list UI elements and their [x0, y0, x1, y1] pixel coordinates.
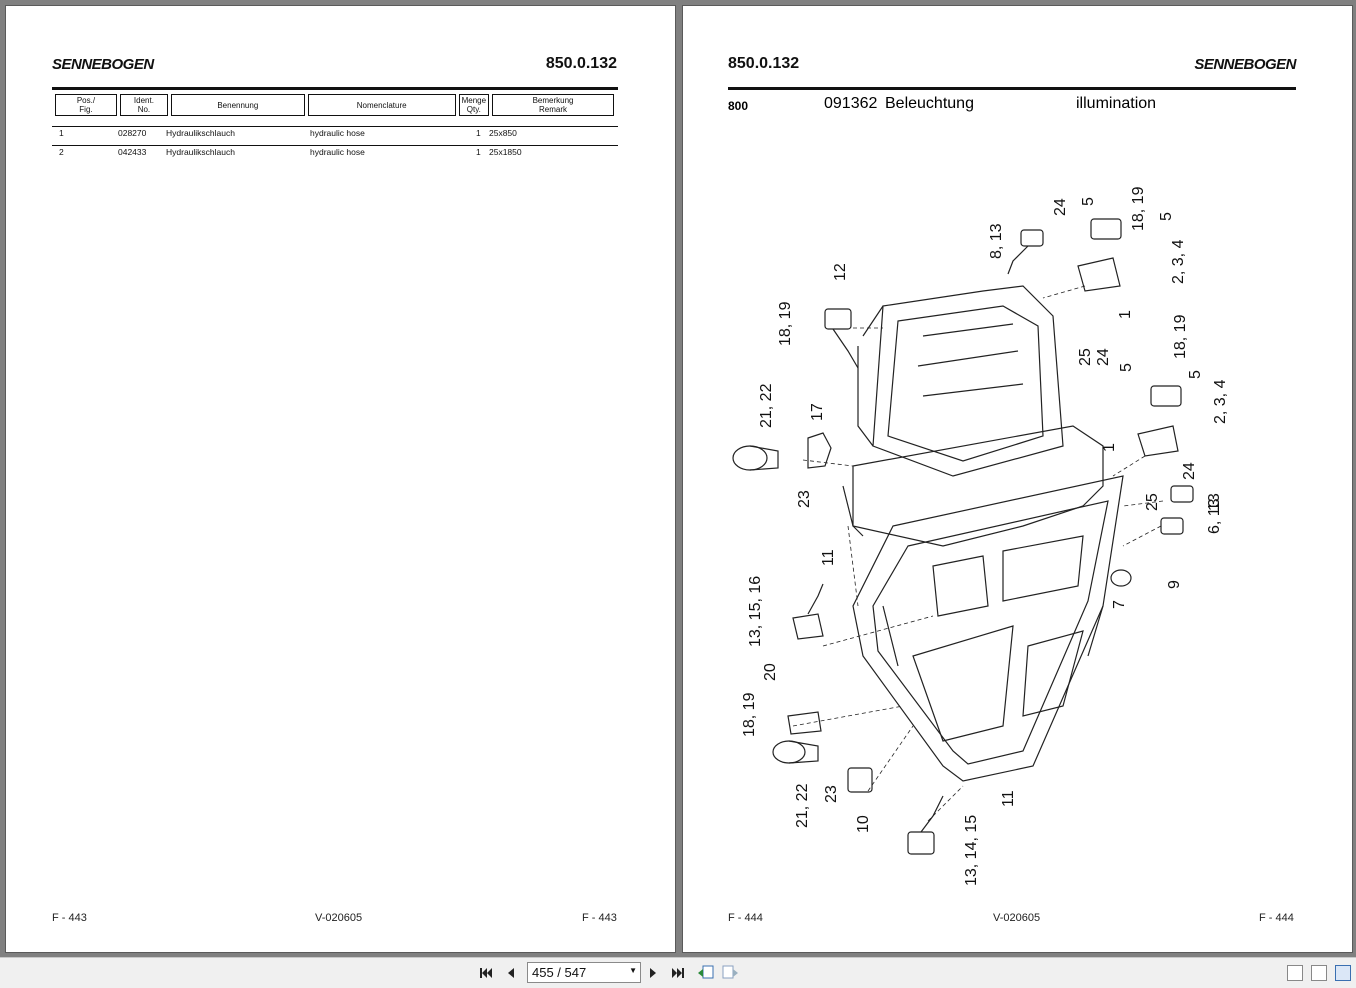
svg-text:1: 1 — [1117, 310, 1134, 319]
svg-text:23: 23 — [796, 490, 813, 508]
first-page-icon[interactable] — [478, 964, 494, 982]
sennebogen-logo: SENNEBOGEN — [1194, 56, 1296, 73]
svg-text:17: 17 — [809, 403, 826, 421]
svg-text:20: 20 — [762, 663, 779, 681]
svg-text:25: 25 — [1144, 493, 1161, 511]
header-rule — [728, 87, 1296, 90]
previous-page-icon[interactable] — [503, 964, 517, 982]
single-page-view-icon[interactable] — [1287, 965, 1303, 981]
callout-labels: 24 5 18, 19 5 8, 13 2, 3, 4 12 1 25 24 1… — [741, 186, 1229, 886]
right-page: 850.0.132 SENNEBOGEN 800 091362 Beleucht… — [682, 5, 1353, 953]
viewer-toolbar: 455 / 547 ▼ — [0, 957, 1356, 988]
footer-left: F - 444 — [728, 912, 763, 924]
page-number-field[interactable]: 455 / 547 ▼ — [527, 962, 641, 983]
svg-text:21, 22: 21, 22 — [758, 383, 775, 428]
machine-outline — [732, 218, 1194, 855]
svg-text:8, 13: 8, 13 — [988, 223, 1005, 259]
svg-text:5: 5 — [1158, 212, 1175, 221]
sennebogen-logo: SENNEBOGEN — [52, 56, 154, 73]
svg-text:11: 11 — [1000, 790, 1017, 807]
svg-text:18, 19: 18, 19 — [1130, 186, 1147, 231]
footer-right: F - 444 — [1259, 912, 1294, 924]
previous-view-icon[interactable] — [697, 964, 715, 982]
header-rule — [52, 87, 618, 90]
col-nomenclature: Nomenclature — [307, 94, 456, 116]
footer-center: V-020605 — [993, 912, 1041, 924]
footer-center: V-020605 — [315, 912, 363, 924]
two-page-view-icon[interactable] — [1335, 965, 1351, 981]
svg-text:2, 3, 4: 2, 3, 4 — [1170, 239, 1187, 284]
svg-text:12: 12 — [832, 263, 849, 281]
next-page-icon[interactable] — [647, 964, 661, 982]
section-title-de: Beleuchtung — [885, 95, 974, 112]
chevron-down-icon[interactable]: ▼ — [629, 966, 637, 975]
svg-text:13, 14, 15: 13, 14, 15 — [963, 815, 980, 886]
svg-text:2, 3, 4: 2, 3, 4 — [1212, 379, 1229, 424]
svg-text:13, 15, 16: 13, 15, 16 — [747, 576, 764, 647]
svg-text:24: 24 — [1181, 462, 1198, 480]
svg-text:13: 13 — [1206, 493, 1223, 511]
col-ident: Ident.No. — [119, 94, 168, 116]
exploded-parts-diagram: 24 5 18, 19 5 8, 13 2, 3, 4 12 1 25 24 1… — [732, 186, 1229, 886]
next-view-icon[interactable] — [721, 964, 739, 982]
page-indicator: 455 / 547 — [532, 965, 587, 980]
left-page: SENNEBOGEN 850.0.132 Pos./Fig. Ident.No.… — [5, 5, 676, 953]
section-number: 800 — [728, 99, 749, 113]
svg-text:9: 9 — [1166, 580, 1183, 589]
svg-text:5: 5 — [1118, 363, 1135, 372]
svg-text:5: 5 — [1187, 370, 1204, 379]
svg-text:5: 5 — [1080, 197, 1097, 206]
svg-text:18, 19: 18, 19 — [777, 301, 794, 346]
svg-text:10: 10 — [855, 815, 872, 833]
svg-text:24: 24 — [1095, 348, 1112, 366]
col-benennung: Benennung — [170, 94, 305, 116]
document-number: 850.0.132 — [728, 55, 800, 72]
svg-text:25: 25 — [1077, 348, 1094, 366]
svg-text:21, 22: 21, 22 — [794, 783, 811, 828]
row-divider — [52, 126, 618, 127]
section-title-en: illumination — [1076, 95, 1157, 112]
col-pos: Pos./Fig. — [55, 94, 117, 116]
document-number: 850.0.132 — [545, 55, 617, 72]
svg-text:7: 7 — [1111, 600, 1128, 609]
svg-text:18, 19: 18, 19 — [1172, 314, 1189, 359]
continuous-view-icon[interactable] — [1311, 965, 1327, 981]
row-divider — [52, 145, 618, 146]
svg-text:18, 19: 18, 19 — [741, 692, 758, 737]
last-page-icon[interactable] — [670, 964, 686, 982]
svg-text:23: 23 — [823, 785, 840, 803]
svg-text:1: 1 — [1101, 443, 1118, 452]
svg-text:6, 13: 6, 13 — [1206, 498, 1223, 534]
footer-left: F - 443 — [52, 912, 87, 924]
section-ident: 091362 — [824, 95, 878, 112]
footer-right: F - 443 — [582, 912, 617, 924]
parts-table-header: Pos./Fig. Ident.No. Benennung Nomenclatu… — [52, 94, 617, 116]
svg-text:11: 11 — [820, 549, 837, 566]
leader-lines — [792, 285, 1164, 822]
svg-text:24: 24 — [1052, 198, 1069, 216]
